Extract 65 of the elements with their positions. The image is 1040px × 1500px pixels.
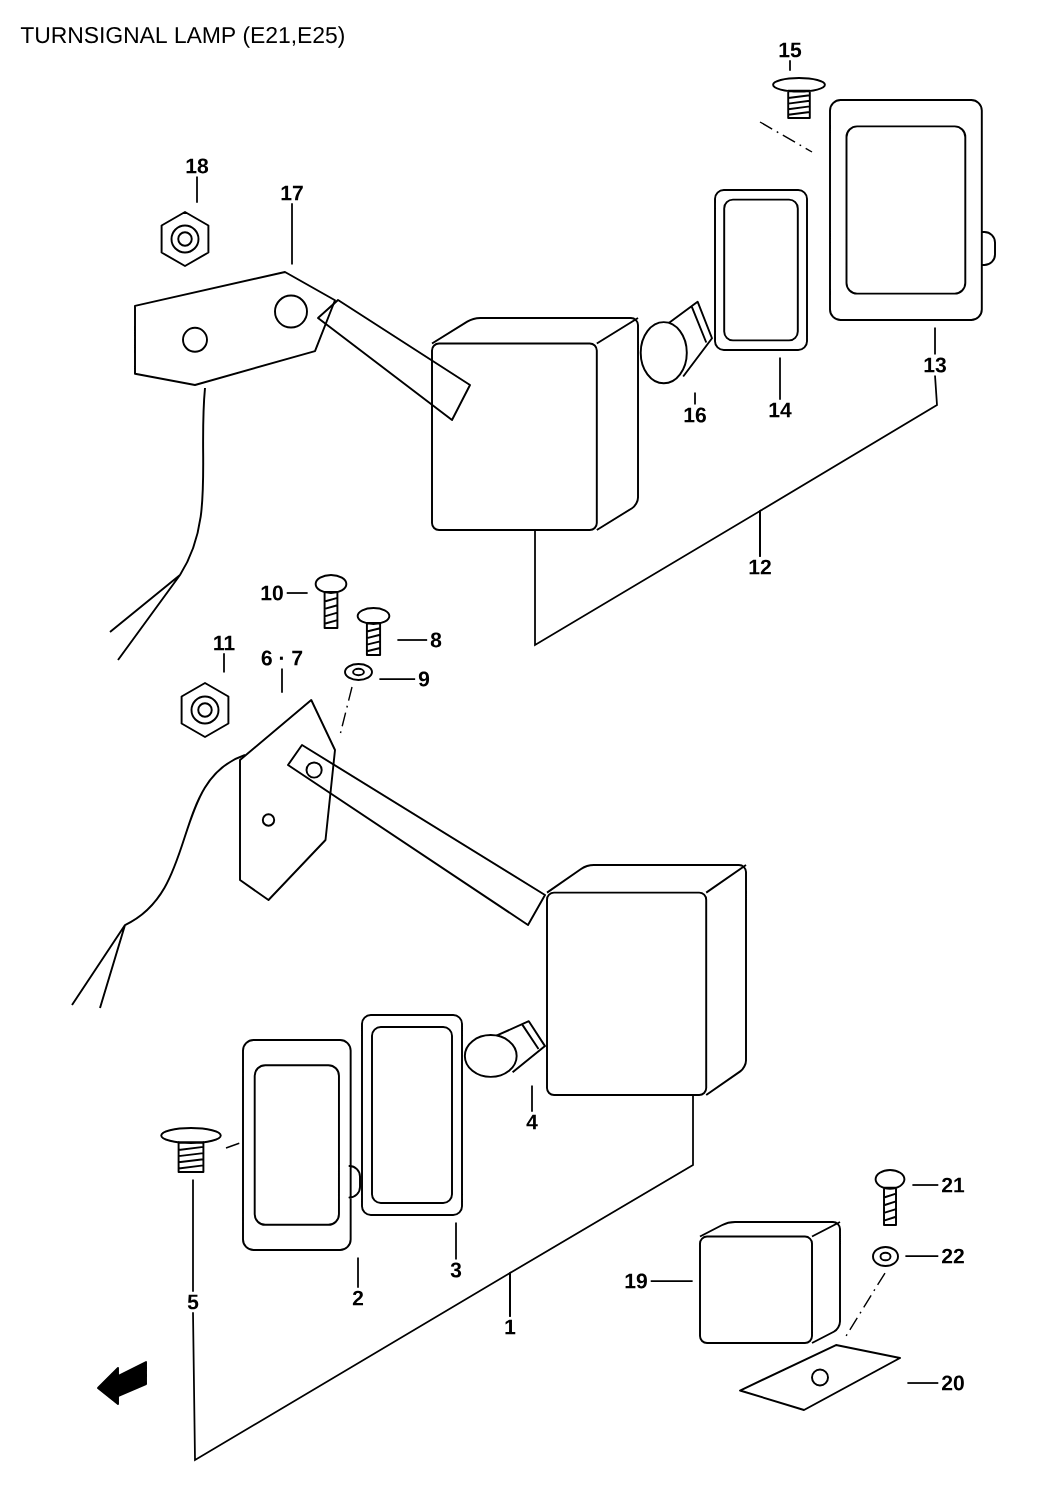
title: TURNSIGNAL LAMP (E21,E25) bbox=[20, 26, 344, 48]
washer bbox=[872, 1246, 899, 1267]
callout-number: 1 bbox=[505, 1319, 516, 1335]
callout-number: 19 bbox=[625, 1273, 647, 1289]
leader-line bbox=[223, 652, 225, 674]
leader-line bbox=[285, 592, 309, 594]
leader-line bbox=[357, 1256, 359, 1289]
leader-line bbox=[934, 326, 936, 356]
bracket bbox=[239, 699, 336, 901]
leader-line bbox=[531, 1084, 533, 1113]
relay bbox=[699, 1221, 841, 1344]
callout-number: 21 bbox=[942, 1177, 965, 1193]
lens bbox=[242, 1039, 361, 1251]
leader-line bbox=[904, 1255, 940, 1257]
callout-number: 22 bbox=[942, 1248, 964, 1264]
callout-number: 11 bbox=[214, 635, 235, 651]
bracket bbox=[134, 271, 336, 386]
callout-number: 14 bbox=[769, 402, 792, 418]
callout-number: 6 · 7 bbox=[261, 650, 303, 666]
callout-number: 16 bbox=[684, 407, 706, 423]
washer bbox=[344, 663, 373, 681]
callout-number: 12 bbox=[749, 559, 771, 575]
gasket bbox=[714, 189, 808, 351]
callout-number: 13 bbox=[924, 357, 946, 373]
leader-line bbox=[192, 1178, 194, 1293]
leader-line bbox=[694, 391, 696, 406]
callout-number: 3 bbox=[450, 1262, 462, 1278]
leader-line bbox=[534, 509, 761, 647]
leader-line bbox=[649, 1280, 694, 1282]
screw bbox=[314, 574, 348, 629]
bulb bbox=[639, 300, 713, 385]
leader-line bbox=[789, 59, 791, 72]
callout-number: 2 bbox=[352, 1290, 364, 1306]
nut bbox=[180, 682, 230, 738]
callout-number: 4 bbox=[526, 1114, 538, 1130]
leader-line bbox=[291, 202, 293, 266]
leader-line bbox=[196, 175, 198, 204]
callout-number: 15 bbox=[779, 42, 802, 58]
leader-line bbox=[455, 1221, 457, 1261]
bulb bbox=[463, 1020, 546, 1078]
lens bbox=[829, 99, 996, 321]
gasket bbox=[361, 1014, 463, 1216]
leader-line bbox=[396, 639, 429, 641]
leader-line bbox=[281, 667, 283, 694]
callout-number: 18 bbox=[186, 158, 209, 174]
nut bbox=[160, 211, 210, 267]
leader-line bbox=[759, 374, 938, 558]
leader-line bbox=[378, 678, 417, 680]
callout-number: 17 bbox=[281, 185, 303, 201]
callout-number: 9 bbox=[418, 671, 430, 687]
callout-number: 5 bbox=[187, 1294, 199, 1310]
callout-number: 8 bbox=[430, 632, 442, 648]
lamp-housing bbox=[431, 317, 639, 531]
leader-line bbox=[911, 1184, 940, 1186]
screw bbox=[160, 1127, 222, 1173]
leader-line bbox=[906, 1382, 940, 1384]
mounting-plate bbox=[739, 1344, 901, 1411]
screw bbox=[356, 607, 391, 656]
leader-line bbox=[779, 356, 781, 401]
callout-number: 10 bbox=[261, 585, 283, 601]
screw bbox=[772, 77, 826, 119]
screw bbox=[874, 1169, 906, 1226]
callout-number: 20 bbox=[942, 1375, 964, 1391]
lamp-housing bbox=[546, 864, 747, 1096]
leader-line bbox=[192, 1271, 511, 1462]
